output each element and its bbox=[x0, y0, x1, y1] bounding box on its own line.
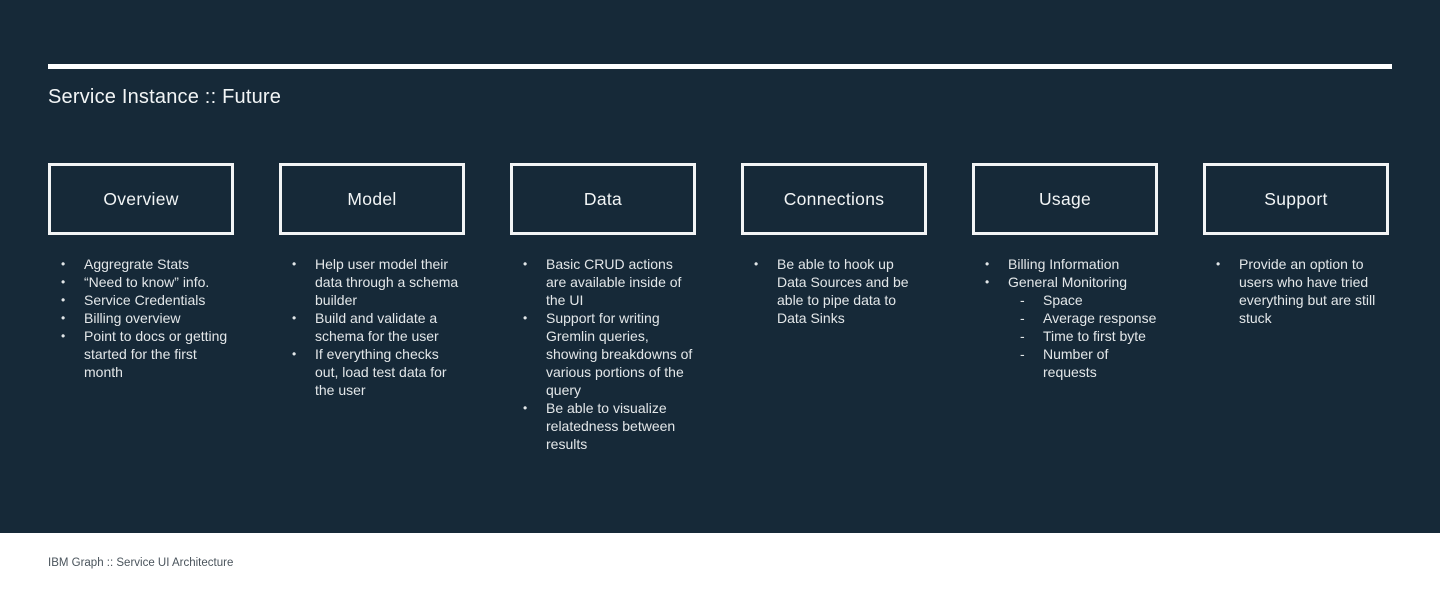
bullet-icon: • bbox=[985, 257, 990, 271]
column-header-label: Overview bbox=[103, 188, 179, 209]
bullet-icon: • bbox=[61, 329, 66, 343]
bullet-icon: • bbox=[523, 401, 528, 415]
bullet-item: - Average response bbox=[972, 309, 1158, 327]
bullet-text: If everything checks out, load test data… bbox=[315, 346, 447, 398]
column: Connections • Be able to hook up Data So… bbox=[741, 163, 927, 453]
column-bullet-list: • Basic CRUD actions are available insid… bbox=[510, 255, 696, 453]
bullet-icon: • bbox=[1216, 257, 1221, 271]
footer: IBM Graph :: Service UI Architecture bbox=[0, 533, 1440, 593]
bullet-item: • Billing overview bbox=[48, 309, 234, 327]
column-bullet-list: • Help user model their data through a s… bbox=[279, 255, 465, 399]
bullet-text: Build and validate a schema for the user bbox=[315, 310, 439, 344]
bullet-icon: • bbox=[61, 257, 66, 271]
bullet-item: - Number of requests bbox=[972, 345, 1158, 381]
column-bullet-list: • Be able to hook up Data Sources and be… bbox=[741, 255, 927, 327]
column: Overview • Aggregrate Stats • “Need to k… bbox=[48, 163, 234, 453]
bullet-item: • Service Credentials bbox=[48, 291, 234, 309]
bullet-text: Space bbox=[1043, 292, 1083, 308]
bullet-text: Be able to visualize relatedness between… bbox=[546, 400, 676, 452]
bullet-item: • Point to docs or getting started for t… bbox=[48, 327, 234, 381]
bullet-item: • Aggregrate Stats bbox=[48, 255, 234, 273]
page-title: Service Instance :: Future bbox=[48, 86, 282, 108]
bullet-icon: - bbox=[1020, 292, 1025, 308]
bullet-item: • Billing Information bbox=[972, 255, 1158, 273]
column: Data • Basic CRUD actions are available … bbox=[510, 163, 696, 453]
bullet-text: Support for writing Gremlin queries, sho… bbox=[546, 310, 693, 398]
column: Support • Provide an option to users who… bbox=[1203, 163, 1389, 453]
bullet-icon: • bbox=[292, 347, 297, 361]
bullet-item: • General Monitoring bbox=[972, 273, 1158, 291]
column-header-box: Data bbox=[510, 163, 696, 235]
bullet-item: • “Need to know” info. bbox=[48, 273, 234, 291]
column-header-label: Connections bbox=[783, 188, 885, 209]
bullet-text: Billing overview bbox=[84, 310, 181, 326]
bullet-text: Service Credentials bbox=[84, 292, 206, 308]
bullet-text: “Need to know” info. bbox=[84, 274, 210, 290]
bullet-icon: - bbox=[1020, 346, 1025, 362]
bullet-icon: • bbox=[523, 257, 528, 271]
bullet-icon: • bbox=[523, 311, 528, 325]
bullet-text: General Monitoring bbox=[1008, 274, 1128, 290]
bullet-icon: • bbox=[61, 275, 66, 289]
column-bullet-list: • Provide an option to users who have tr… bbox=[1203, 255, 1389, 327]
column-header-label: Support bbox=[1264, 188, 1328, 209]
bullet-icon: • bbox=[985, 275, 990, 289]
column-header-box: Model bbox=[279, 163, 465, 235]
bullet-icon: - bbox=[1020, 310, 1025, 326]
column-header-label: Model bbox=[347, 188, 397, 209]
bullet-text: Number of requests bbox=[1043, 346, 1109, 380]
bullet-icon: • bbox=[292, 257, 297, 271]
bullet-icon: • bbox=[61, 293, 66, 307]
bullet-item: • Basic CRUD actions are available insid… bbox=[510, 255, 696, 309]
bullet-text: Help user model their data through a sch… bbox=[315, 256, 459, 308]
column-header-box: Usage bbox=[972, 163, 1158, 235]
bullet-item: • Be able to hook up Data Sources and be… bbox=[741, 255, 927, 327]
bullet-item: • If everything checks out, load test da… bbox=[279, 345, 465, 399]
column-header-box: Connections bbox=[741, 163, 927, 235]
bullet-text: Point to docs or getting started for the… bbox=[84, 328, 228, 380]
bullet-icon: - bbox=[1020, 328, 1025, 344]
bullet-item: • Build and validate a schema for the us… bbox=[279, 309, 465, 345]
bullet-text: Be able to hook up Data Sources and be a… bbox=[777, 256, 909, 326]
bullet-item: • Support for writing Gremlin queries, s… bbox=[510, 309, 696, 399]
bullet-text: Aggregrate Stats bbox=[84, 256, 190, 272]
bullet-text: Time to first byte bbox=[1043, 328, 1146, 344]
column: Model • Help user model their data throu… bbox=[279, 163, 465, 453]
bullet-item: - Space bbox=[972, 291, 1158, 309]
slide-background: Service Instance :: Future Overview • Ag… bbox=[0, 0, 1440, 533]
column-header-box: Support bbox=[1203, 163, 1389, 235]
bullet-text: Provide an option to users who have trie… bbox=[1239, 256, 1376, 326]
bullet-item: - Time to first byte bbox=[972, 327, 1158, 345]
column-bullet-list: • Billing Information • General Monitori… bbox=[972, 255, 1158, 381]
bullet-text: Billing Information bbox=[1008, 256, 1120, 272]
columns: Overview • Aggregrate Stats • “Need to k… bbox=[48, 163, 1389, 453]
bullet-icon: • bbox=[292, 311, 297, 325]
column-header-label: Data bbox=[583, 188, 623, 209]
bullet-item: • Provide an option to users who have tr… bbox=[1203, 255, 1389, 327]
bullet-icon: • bbox=[61, 311, 66, 325]
bullet-text: Basic CRUD actions are available inside … bbox=[546, 256, 682, 308]
bullet-item: • Help user model their data through a s… bbox=[279, 255, 465, 309]
footer-caption: IBM Graph :: Service UI Architecture bbox=[48, 557, 234, 569]
bullet-item: • Be able to visualize relatedness betwe… bbox=[510, 399, 696, 453]
column: Usage • Billing Information • General Mo… bbox=[972, 163, 1158, 453]
column-header-box: Overview bbox=[48, 163, 234, 235]
bullet-text: Average response bbox=[1043, 310, 1157, 326]
column-header-label: Usage bbox=[1038, 188, 1092, 209]
column-bullet-list: • Aggregrate Stats • “Need to know” info… bbox=[48, 255, 234, 381]
bullet-icon: • bbox=[754, 257, 759, 271]
divider-line bbox=[48, 64, 1392, 69]
